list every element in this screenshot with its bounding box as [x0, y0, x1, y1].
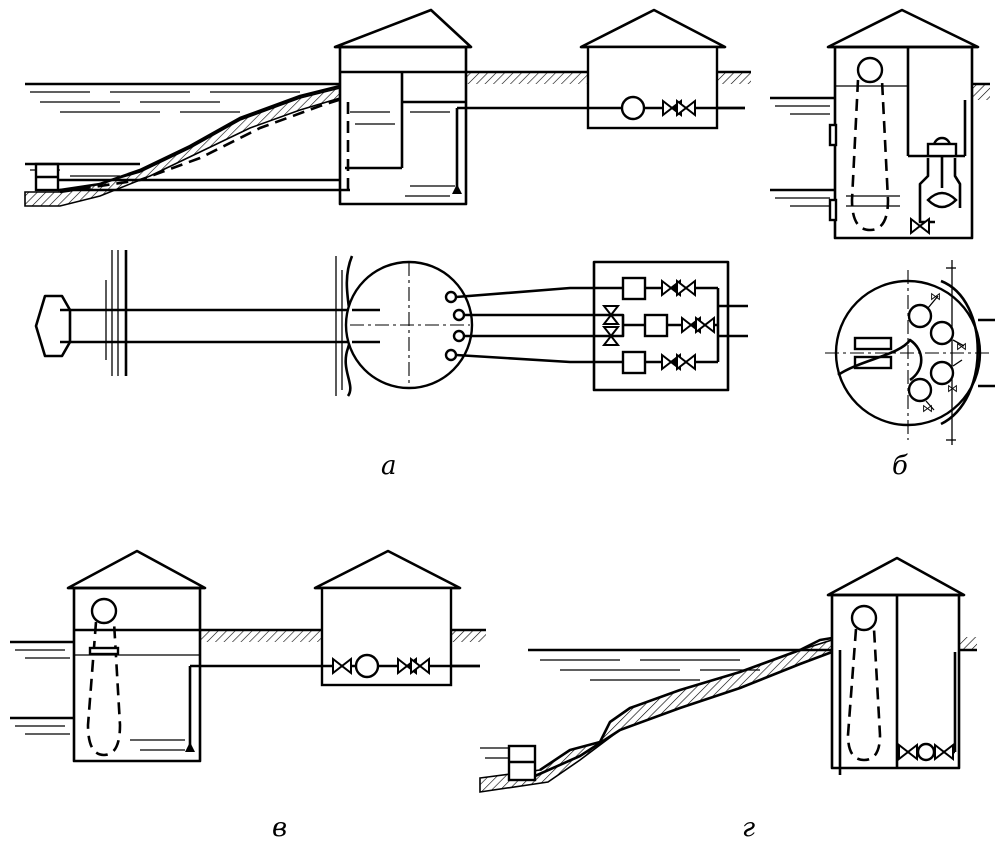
pump-station-plan	[592, 260, 730, 392]
pump-box-3	[621, 350, 647, 375]
scheme-a-plan	[34, 250, 748, 397]
label-v: в	[272, 813, 287, 843]
scheme-a-section	[24, 8, 751, 207]
intake-well-g	[830, 593, 961, 770]
screen-b2	[853, 355, 893, 370]
svg-text:⋈: ⋈	[922, 402, 933, 415]
scheme-g-section	[479, 556, 977, 793]
scheme-b-section	[770, 8, 990, 240]
screen-b1	[853, 336, 893, 351]
label-g: г	[742, 813, 755, 843]
svg-text:⋈: ⋈	[947, 382, 958, 395]
pump-box-1	[621, 276, 647, 301]
intake-head-plan	[34, 294, 72, 358]
screen-drum-b	[856, 56, 884, 84]
scheme-b-plan: ⋈ ⋈ ⋈ ⋈	[825, 260, 995, 445]
svg-text:⋈: ⋈	[930, 290, 941, 303]
label-a: а	[381, 451, 397, 481]
pump-station-v	[320, 586, 453, 687]
pump-box-2	[643, 313, 669, 338]
intake-well-v	[72, 586, 202, 763]
water-surface-a	[25, 82, 340, 177]
pump-icon	[620, 95, 646, 121]
svg-text:⋈: ⋈	[956, 340, 967, 353]
scheme-v-section	[10, 549, 486, 763]
intake-well-a	[333, 8, 473, 206]
pump-station-a	[579, 8, 745, 130]
label-b: б	[892, 451, 908, 481]
